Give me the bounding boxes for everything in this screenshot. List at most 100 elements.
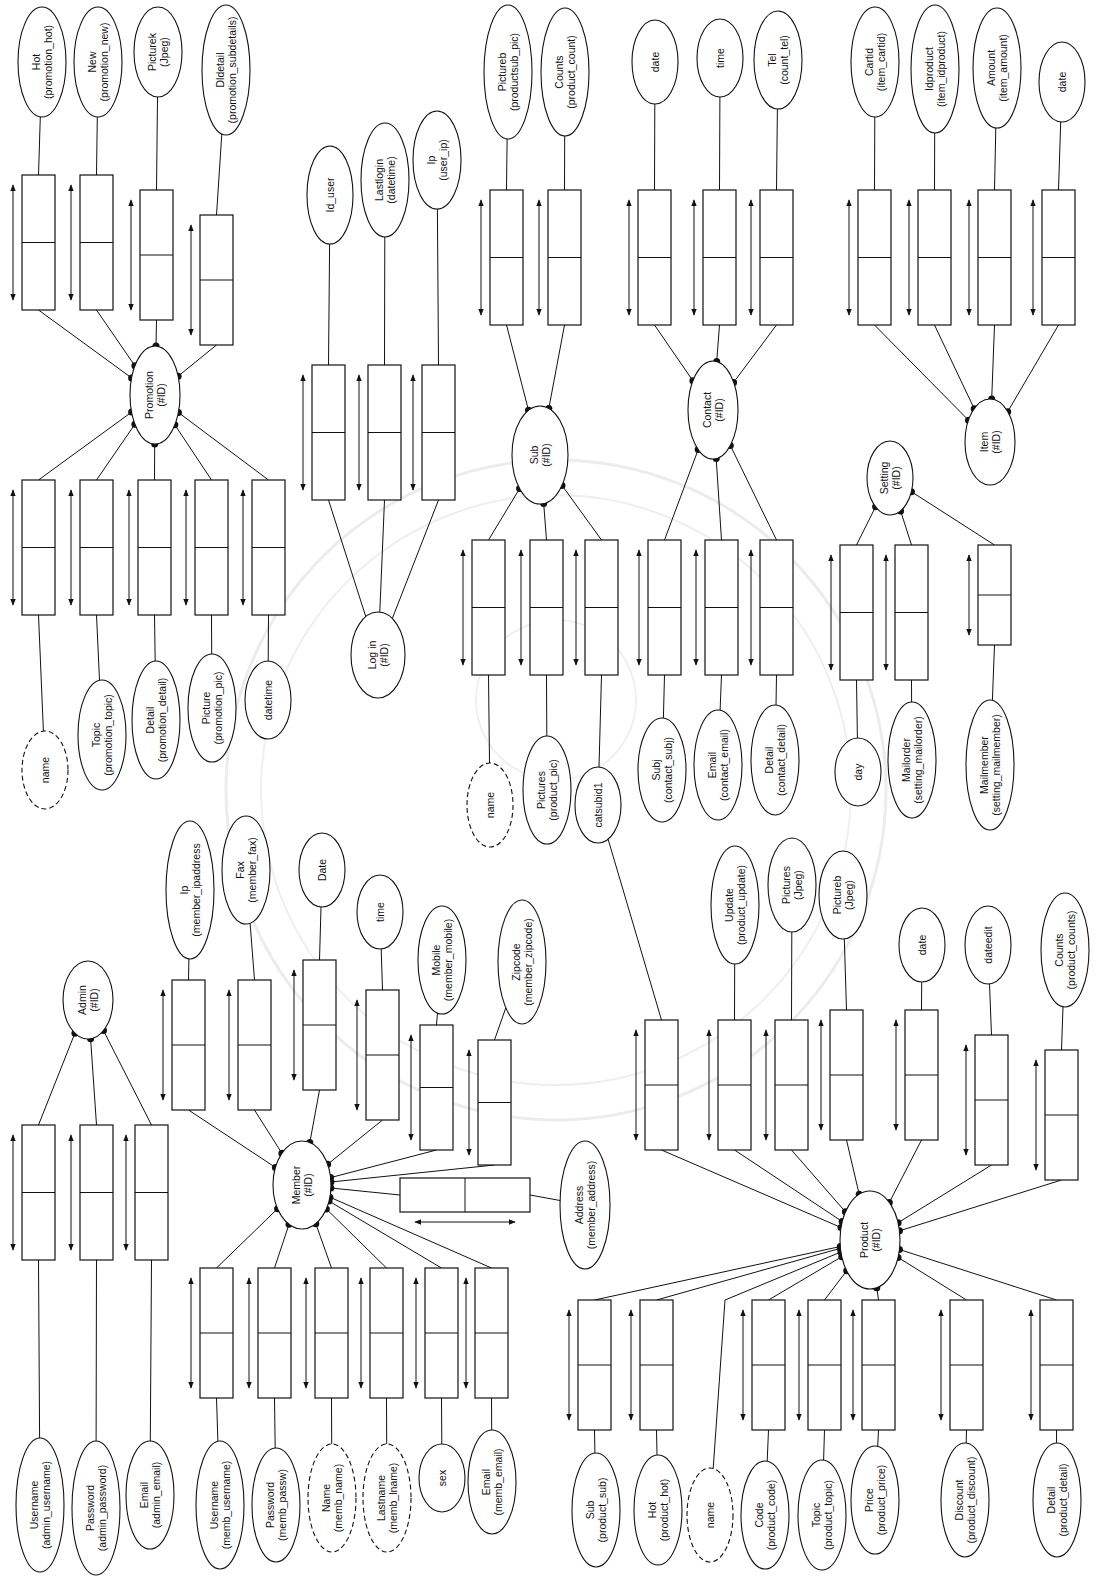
ellipse-shape	[357, 875, 403, 949]
attribute-label: (memb_email)	[492, 1448, 504, 1515]
ellipse-shape	[512, 406, 568, 504]
attribute-label: Code	[753, 1502, 765, 1527]
attribute-box	[80, 1125, 113, 1260]
attribute-ellipse: Pictures(Jpeg)	[767, 837, 817, 933]
double-arrow	[463, 550, 464, 665]
ellipse-shape	[245, 661, 291, 739]
attribute-label: (member_ipaddress	[190, 843, 202, 936]
label-group: Name(memb_name)	[320, 1464, 344, 1532]
label-group: Detail(promotion_detail)	[144, 678, 168, 763]
attribute-label: (member_zipcode)	[522, 918, 534, 1006]
attribute-ellipse: date	[898, 907, 946, 983]
attribute-box	[830, 1010, 863, 1140]
attribute-box	[978, 190, 1011, 325]
attribute-label: name	[39, 757, 51, 783]
attribute-label: Email	[706, 752, 718, 778]
ellipse-shape	[132, 661, 180, 779]
attribute-label: dateedit	[982, 926, 994, 963]
attribute-label: (promotion_new)	[98, 23, 110, 102]
ellipse-shape	[965, 399, 1015, 485]
double-arrow	[709, 1030, 710, 1140]
label-group: Contact(#ID)	[701, 392, 725, 428]
attribute-ellipse: Fax(member_fax)	[221, 815, 271, 925]
double-arrow	[969, 200, 970, 315]
double-arrow	[576, 550, 577, 665]
ellipse-shape	[134, 7, 182, 97]
label-group: Member(#ID)	[290, 1166, 314, 1205]
attribute-label: (promotion_topic)	[102, 694, 114, 776]
attribute-ellipse: Address(member_address)	[559, 1140, 611, 1270]
attribute-ellipse: Amount(item_amount)	[972, 7, 1022, 129]
attribute-box	[585, 540, 618, 675]
attribute-label: (promotion_pic)	[212, 672, 224, 745]
label-group: Lastlogin(datetime)	[373, 156, 397, 203]
connector-line	[595, 1247, 841, 1454]
entity-label: Promotion	[143, 371, 155, 419]
attribute-label: (admin_email)	[150, 1462, 162, 1529]
attribute-box	[808, 1300, 841, 1430]
entity-label: (#ID)	[990, 430, 1002, 453]
box-divider	[370, 1333, 403, 1334]
entity-ellipse: Admin(#ID)	[62, 960, 114, 1040]
attribute-ellipse: Pictures(product_pic)	[522, 735, 572, 845]
attribute-ellipse: Code(product_code)	[740, 1460, 790, 1570]
attribute-box	[775, 1020, 808, 1150]
box-divider	[138, 547, 171, 548]
box-divider	[172, 1045, 205, 1046]
attribute-box	[22, 480, 55, 615]
ellipse-shape	[840, 1191, 900, 1289]
attribute-label: (promotion_subdetails)	[226, 17, 238, 124]
attribute-label: (Jpeg)	[792, 870, 804, 900]
attribute-ellipse: Topic(product_topic)	[797, 1459, 847, 1571]
entity-label: (#ID)	[302, 1173, 314, 1196]
attribute-box	[975, 1035, 1008, 1165]
box-divider	[530, 607, 563, 608]
attribute-box	[422, 365, 455, 500]
double-arrow	[896, 1020, 897, 1130]
double-arrow	[306, 1278, 307, 1388]
attribute-ellipse: day	[834, 737, 882, 807]
attribute-box	[400, 1178, 530, 1212]
connector-line	[657, 1248, 841, 1455]
double-arrow	[191, 225, 192, 335]
label-group: Password(admin_password)	[84, 1465, 108, 1551]
ellipse-shape	[1039, 42, 1085, 122]
label-group: dateedit	[982, 926, 994, 963]
attribute-label: Pictures	[535, 771, 547, 809]
attribute-label: Address	[573, 1186, 585, 1225]
attribute-label: Password	[84, 1485, 96, 1531]
label-group: Product(#ID)	[858, 1222, 882, 1258]
label-group: Pictures(Jpeg)	[780, 866, 804, 904]
attribute-label: (promotion_hot)	[42, 25, 54, 99]
box-divider	[140, 255, 173, 256]
label-group: Email(contact_email)	[706, 729, 730, 801]
attribute-box	[1045, 1050, 1078, 1180]
attribute-label: Ip	[425, 156, 437, 165]
box-divider	[465, 1178, 466, 1212]
label-group: Fax(member_fax)	[234, 837, 258, 902]
attribute-ellipse: Counts(product_counts)	[1040, 892, 1090, 1008]
attribute-label: Sub	[584, 1501, 596, 1520]
attribute-label: catsubid1	[592, 783, 604, 828]
attribute-box	[895, 545, 928, 680]
attribute-label: (contact_subj)	[662, 737, 674, 803]
attribute-ellipse: Name(memb_name)	[307, 1443, 357, 1553]
attribute-label: Detail	[144, 707, 156, 734]
attribute-box	[238, 980, 271, 1110]
ellipse-shape	[188, 654, 236, 762]
double-arrow	[799, 1310, 800, 1420]
ellipse-shape	[78, 680, 126, 790]
label-group: Counts(product_counts)	[1053, 911, 1077, 990]
attribute-box	[578, 1300, 611, 1430]
attribute-ellipse: Picture(promotion_pic)	[187, 653, 237, 763]
box-divider	[905, 1075, 938, 1076]
box-divider	[578, 1365, 611, 1366]
attribute-label: Pictures	[780, 866, 792, 904]
attribute-box	[425, 1268, 458, 1398]
box-divider	[645, 1085, 678, 1086]
attribute-ellipse: Subj(contact_subj)	[637, 717, 687, 823]
entity-label: Sub	[528, 446, 540, 465]
box-divider	[975, 1100, 1008, 1101]
double-arrow	[229, 990, 230, 1100]
double-arrow	[415, 1222, 515, 1223]
